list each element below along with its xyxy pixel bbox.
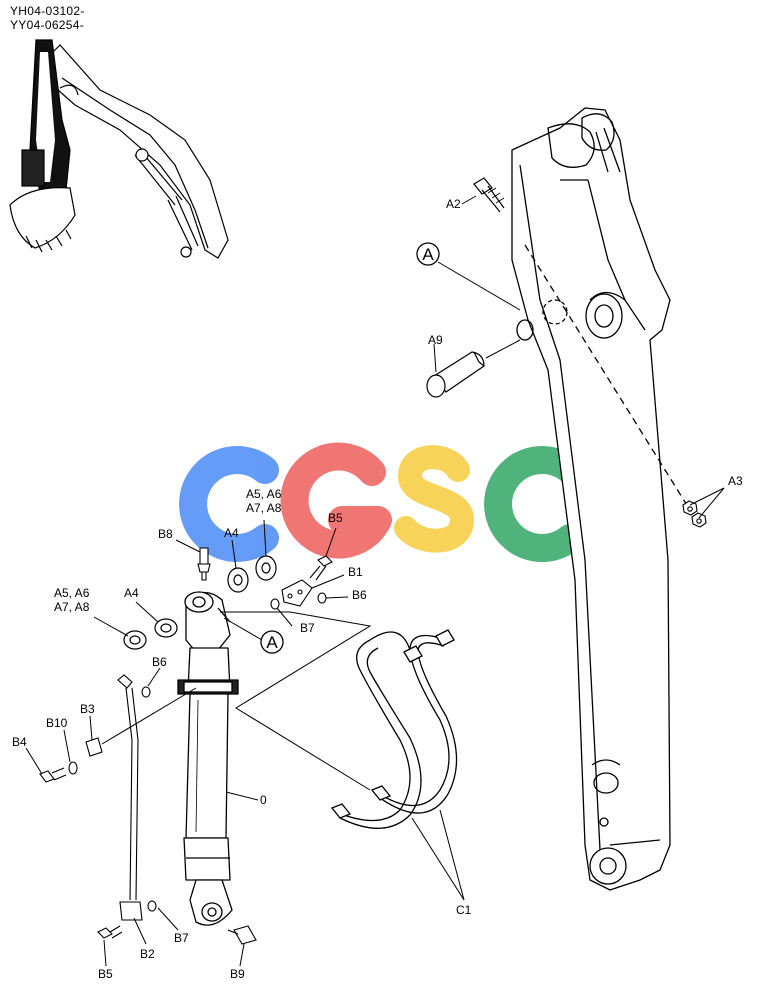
oring-icons [141, 592, 327, 912]
serial-range-line-2: YY04-06254- [10, 18, 85, 32]
washer-B10-icon [68, 761, 78, 775]
detail-callout-A-top: A [416, 242, 440, 266]
bracket-B1-icon [281, 579, 313, 607]
label-B7-top: B7 [300, 621, 315, 635]
serial-range-line-1: YH04-03102- [10, 4, 85, 18]
bolt-A2-icon [473, 177, 505, 213]
label-B5-top: B5 [328, 511, 343, 525]
bolt-B5-bottom-icon [97, 925, 123, 939]
label-A5A6-left: A5, A6 [54, 586, 90, 600]
label-B2: B2 [140, 947, 155, 961]
label-0: 0 [260, 793, 267, 807]
hydraulic-hose-icon [330, 629, 458, 829]
label-A5A6-top: A5, A6 [246, 487, 282, 501]
pipe-left-icon [117, 674, 143, 921]
label-A3: A3 [728, 474, 743, 488]
watermark-letter-c1 [179, 446, 279, 562]
bolt-B4-icon [39, 767, 67, 783]
detail-callout-A-mid: A [260, 630, 284, 654]
svg-text:A: A [422, 245, 434, 264]
label-B7-bottom: B7 [174, 931, 189, 945]
label-B10: B10 [46, 716, 68, 730]
label-A9: A9 [428, 333, 443, 347]
cgsc-watermark [179, 442, 584, 562]
label-B4: B4 [12, 735, 27, 749]
washer-A4-top-icon [227, 567, 249, 593]
washer-A5-top-icon [255, 555, 277, 581]
hydraulic-cylinder-icon [177, 591, 239, 926]
nut-A3-icon [682, 500, 707, 528]
watermark-letter-s [394, 445, 475, 553]
label-B6-left: B6 [152, 655, 167, 669]
label-B6-right: B6 [352, 588, 367, 602]
arm-boom-icon [511, 107, 691, 891]
label-B9: B9 [230, 967, 245, 981]
pin-A9-icon [426, 351, 485, 398]
label-B8: B8 [158, 527, 173, 541]
excavator-icon [9, 39, 229, 259]
label-B5-bottom: B5 [98, 967, 113, 981]
label-C1: C1 [456, 903, 472, 917]
label-B1: B1 [348, 565, 363, 579]
label-A7A8-left: A7, A8 [54, 600, 90, 614]
bolt-B5-top-icon [309, 555, 333, 581]
label-A7A8-top: A7, A8 [246, 501, 282, 515]
watermark-letter-g [280, 442, 392, 559]
leader-lines [25, 195, 725, 967]
label-A2: A2 [446, 197, 461, 211]
label-A4-left: A4 [124, 586, 139, 600]
label-A4-top: A4 [224, 526, 239, 540]
washer-A4-left-icon [154, 618, 178, 638]
clamp-B3-icon [85, 737, 103, 757]
watermark-letter-c2 [484, 446, 584, 562]
label-B3: B3 [80, 702, 95, 716]
washer-A5-left-icon [123, 630, 147, 650]
svg-text:A: A [266, 633, 278, 652]
fitting-B9-icon [227, 925, 257, 945]
grease-fitting-B8-icon [197, 547, 211, 581]
part-labels: A2 A9 A3 B8 A4 A5, A6 A7, A8 B5 B1 B6 B7… [12, 197, 743, 981]
